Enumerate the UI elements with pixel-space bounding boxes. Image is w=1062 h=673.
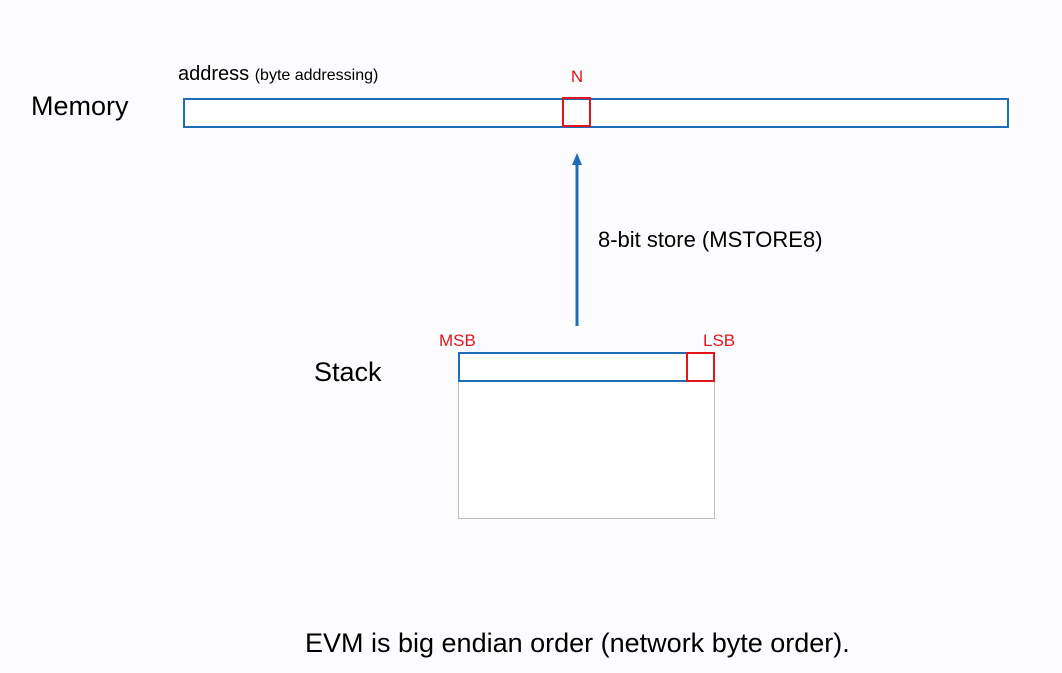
footer-note: EVM is big endian order (network byte or… bbox=[305, 628, 850, 658]
address-label: address (byte addressing) bbox=[178, 62, 378, 88]
address-note: (byte addressing) bbox=[254, 67, 379, 84]
memory-label: Memory bbox=[31, 91, 129, 121]
store-arrow-head bbox=[572, 153, 582, 165]
msb-label: MSB bbox=[439, 331, 476, 350]
stack-label: Stack bbox=[314, 357, 382, 387]
address-label-text: address bbox=[178, 63, 250, 85]
store-label: 8-bit store (MSTORE8) bbox=[598, 227, 823, 252]
stack-lsb-cell bbox=[686, 352, 715, 382]
stack-body bbox=[458, 380, 715, 519]
memory-bar bbox=[183, 98, 1009, 128]
store-arrow bbox=[572, 153, 582, 326]
memory-cell-n bbox=[562, 97, 591, 127]
memory-cell-label: N bbox=[570, 67, 584, 86]
lsb-label: LSB bbox=[703, 331, 736, 350]
stack-top-word bbox=[458, 352, 715, 382]
